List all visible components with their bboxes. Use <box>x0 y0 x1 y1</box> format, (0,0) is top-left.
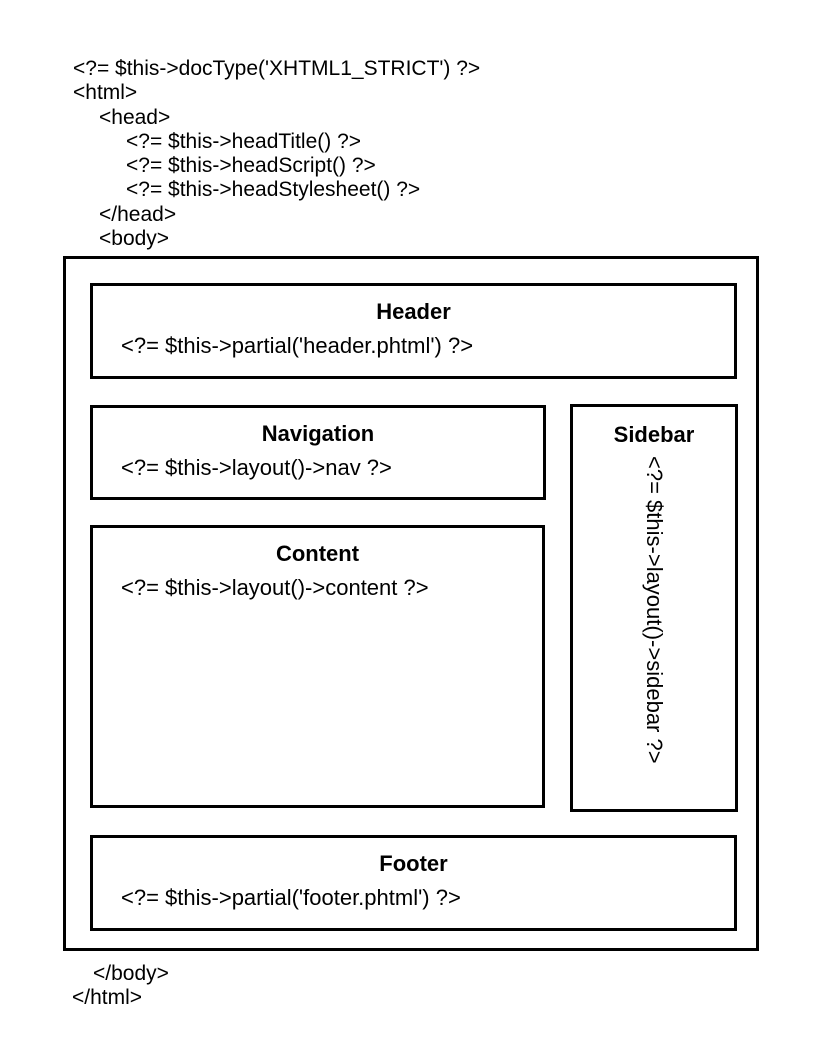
code-line-body-open: <body> <box>99 227 170 251</box>
code-line-html-close: </html> <box>72 986 143 1010</box>
header-box-title: Header <box>376 299 451 324</box>
code-line-head-open: <head> <box>99 105 171 129</box>
code-line-head-close: </head> <box>99 202 177 226</box>
content-box: Content <?= $this->layout()->content ?> <box>90 525 545 808</box>
sidebar-box-title: Sidebar <box>613 422 695 447</box>
footer-box-title: Footer <box>379 851 448 876</box>
code-line-head-script: <?= $this->headScript() ?> <box>126 154 376 178</box>
content-box-code: <?= $this->layout()->content ?> <box>121 575 429 600</box>
navigation-box: Navigation <?= $this->layout()->nav ?> <box>90 405 546 500</box>
navigation-box-title: Navigation <box>261 421 375 446</box>
sidebar-box: Sidebar <?= $this->layout()->sidebar ?> <box>570 404 738 812</box>
sidebar-box-code-rotated: <?= $this->layout()->sidebar ?> <box>642 456 667 764</box>
bottom-code-block: </body> </html> <box>72 962 169 1011</box>
navigation-box-code: <?= $this->layout()->nav ?> <box>121 455 392 480</box>
top-code-block: <?= $this->docType('XHTML1_STRICT') ?> <… <box>73 57 480 251</box>
header-box-code: <?= $this->partial('header.phtml') ?> <box>121 333 474 358</box>
header-box: Header <?= $this->partial('header.phtml'… <box>90 283 737 379</box>
code-line-html-open: <html> <box>73 81 138 105</box>
body-layout-box: Header <?= $this->partial('header.phtml'… <box>63 256 759 951</box>
code-line-head-title: <?= $this->headTitle() ?> <box>126 129 362 153</box>
code-line-doctype: <?= $this->docType('XHTML1_STRICT') ?> <box>73 57 481 80</box>
code-line-head-stylesheet: <?= $this->headStylesheet() ?> <box>126 178 421 202</box>
content-box-title: Content <box>275 541 360 566</box>
footer-box: Footer <?= $this->partial('footer.phtml'… <box>90 835 737 931</box>
code-line-body-close: </body> <box>93 962 169 985</box>
footer-box-code: <?= $this->partial('footer.phtml') ?> <box>121 885 461 910</box>
